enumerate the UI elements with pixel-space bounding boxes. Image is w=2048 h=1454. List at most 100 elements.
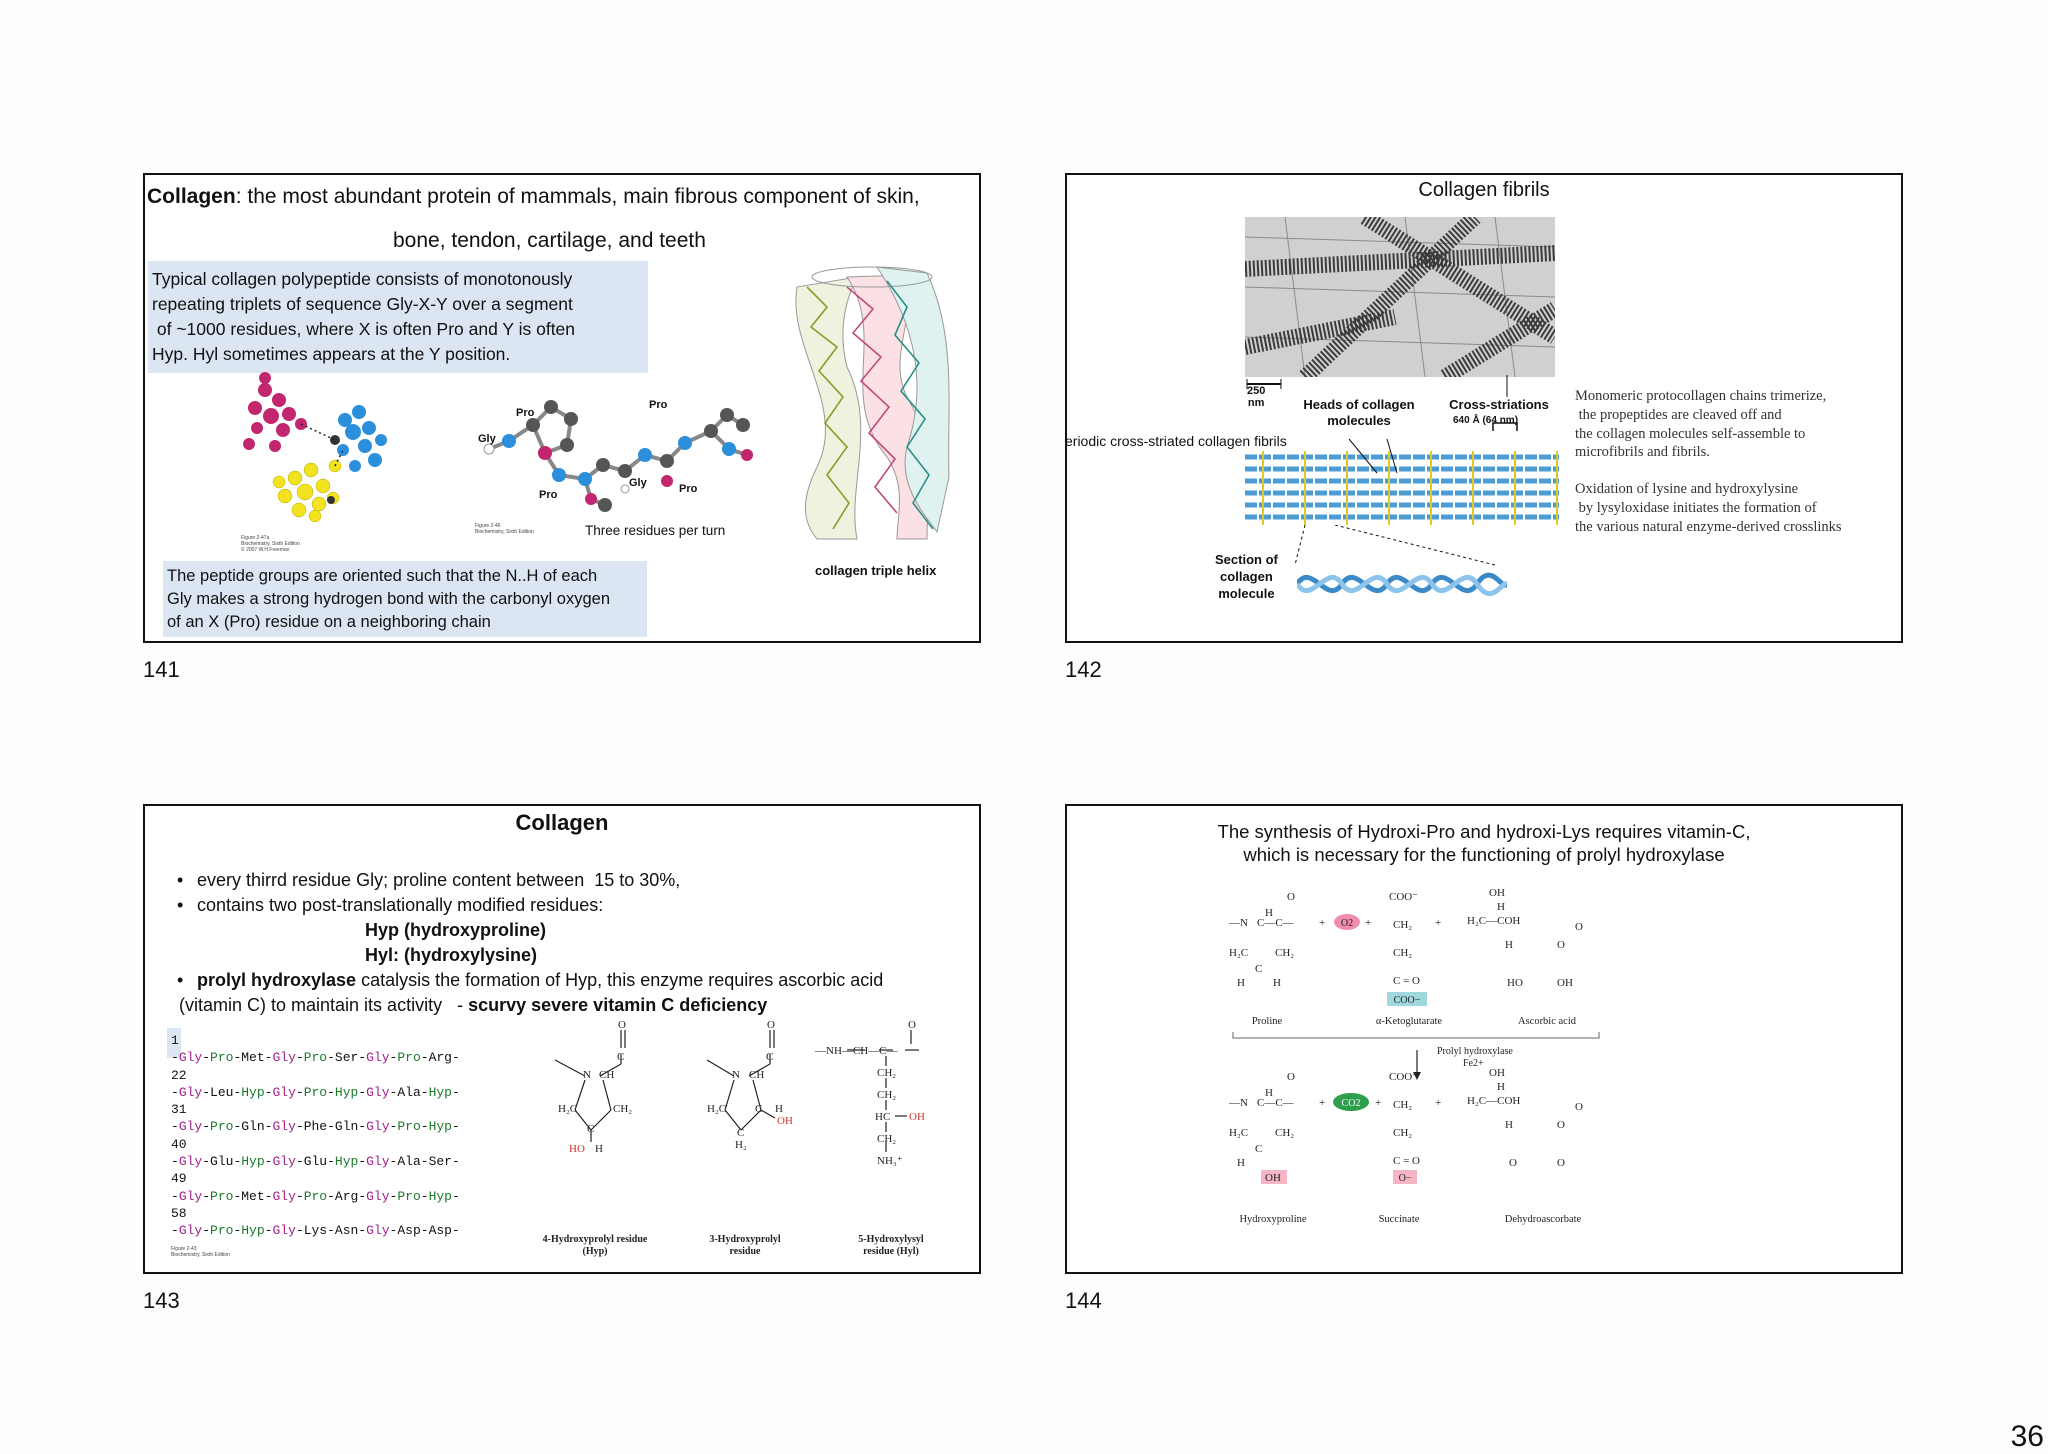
- svg-text:H₂C: H₂C: [1229, 1127, 1248, 1139]
- sequence-residue: Arg: [428, 1050, 452, 1066]
- svg-text:OH: OH: [777, 1115, 793, 1127]
- sequence-residue: Pro: [210, 1050, 234, 1066]
- page-number: 36: [2010, 1420, 2044, 1453]
- sequence-residue: Gly: [272, 1119, 296, 1135]
- svg-text:CH₂: CH₂: [877, 1133, 896, 1145]
- section-lines: [1295, 525, 1496, 566]
- bullet-2: •: [177, 895, 184, 915]
- sequence-residue: Phe: [303, 1119, 328, 1135]
- sequence-residue: Hyp: [428, 1188, 452, 1204]
- sequence-residue: Pro: [210, 1188, 234, 1204]
- slide-141: Collagen: the most abundant protein of m…: [143, 173, 981, 643]
- notes: Monomeric protocollagen chains trimerize…: [1575, 387, 1842, 537]
- molecule-section-image: [1297, 572, 1507, 596]
- svg-text:C—C—: C—C—: [1257, 1097, 1295, 1109]
- slide-number: 144: [1065, 1288, 1102, 1313]
- sequence-row: -Gly-Pro-Hyp-Gly-Lys-Asn-Gly-Asp-Asp-: [171, 1223, 460, 1239]
- svg-text:CH₂: CH₂: [1393, 947, 1412, 959]
- svg-text:CH: CH: [599, 1069, 614, 1081]
- svg-text:OH: OH: [1265, 1172, 1281, 1184]
- triple-helix-caption: collagen triple helix: [815, 563, 937, 578]
- svg-text:C: C: [1255, 963, 1262, 975]
- reactant-proline: Proline: [1252, 1016, 1283, 1027]
- svg-text:N: N: [732, 1069, 740, 1081]
- note-line: Monomeric protocollagen chains trimerize…: [1575, 388, 1827, 404]
- residue-label-pro: Pro: [679, 483, 698, 495]
- svg-text:C: C: [766, 1051, 773, 1063]
- sequence-residue: Gly: [366, 1223, 390, 1239]
- product-succinate: Succinate: [1379, 1214, 1420, 1225]
- heads-label-line: molecules: [1327, 413, 1391, 428]
- sequence-number: 22: [171, 1067, 187, 1083]
- sequence-residue: Pro: [303, 1050, 328, 1066]
- highlight-marker: [167, 1028, 181, 1058]
- svg-text:C: C: [1255, 1143, 1262, 1155]
- striation-pointer: [1492, 375, 1518, 431]
- sequence-residue: Gly: [366, 1154, 390, 1170]
- three-residues-model-image: [483, 400, 753, 512]
- callout-line: Hyp. Hyl sometimes appears at the Y posi…: [152, 344, 511, 364]
- sequence-number: 58: [171, 1205, 187, 1221]
- svg-text:CH₂: CH₂: [1393, 919, 1412, 931]
- svg-text:+: +: [1319, 917, 1325, 929]
- sequence-residue: Ala: [397, 1084, 421, 1100]
- sequence-residue: Lys: [303, 1223, 328, 1239]
- o-minus-label: O−: [1399, 1173, 1412, 1184]
- note-line: microfibrils and fibrils.: [1575, 444, 1710, 461]
- sequence-residue: Pro: [397, 1188, 421, 1204]
- note-line: by lysyloxidase initiates the formation …: [1575, 499, 1817, 516]
- residue-label-pro: Pro: [516, 407, 535, 419]
- sequence-residue: Gly: [366, 1050, 390, 1066]
- svg-text:O: O: [1575, 921, 1583, 933]
- svg-text:H: H: [1273, 977, 1281, 989]
- svg-text:O: O: [908, 1020, 916, 1031]
- sequence-number: 49: [171, 1171, 187, 1187]
- product-hydroxyproline: Hydroxyproline: [1239, 1214, 1306, 1225]
- sequence-residue: Gly: [366, 1188, 390, 1204]
- svg-text:O: O: [1509, 1157, 1517, 1169]
- svg-text:H: H: [1505, 1119, 1513, 1131]
- svg-text:O: O: [767, 1020, 775, 1031]
- coo-minus-label: COO−: [1394, 995, 1421, 1006]
- sequence-residue: Asp: [428, 1223, 452, 1239]
- sequence-residue: Gly: [178, 1223, 203, 1239]
- sequence-residue: Hyp: [241, 1084, 265, 1100]
- fibril-micrograph-image: [1245, 217, 1555, 377]
- svg-text:H: H: [1505, 939, 1513, 951]
- svg-text:CH₂: CH₂: [1393, 1127, 1412, 1139]
- heads-label: Heads of collagen molecules: [1279, 397, 1439, 429]
- sequence-residue: Gly: [272, 1050, 296, 1066]
- sequence-row: -Gly-Leu-Hyp-Gly-Pro-Hyp-Gly-Ala-Hyp-: [171, 1084, 460, 1100]
- slide-title-line2: bone, tendon, cartilage, and teeth: [393, 229, 706, 252]
- sequence-residue: Hyp: [428, 1084, 452, 1100]
- note-line: [1575, 462, 1842, 480]
- callout-bottom: The peptide groups are oriented such tha…: [163, 561, 647, 637]
- heads-pointer: [1348, 438, 1398, 474]
- callout-line: Typical collagen polypeptide consists of…: [152, 269, 573, 289]
- svg-text:HO: HO: [1507, 977, 1523, 989]
- sequence-residue: Gly: [178, 1050, 203, 1066]
- heads-label-line: Heads of collagen: [1303, 397, 1415, 412]
- scale-bar-label: 250 nm: [1247, 385, 1265, 409]
- reactant-akg: α-Ketoglutarate: [1376, 1016, 1442, 1027]
- sequence-residue: Pro: [210, 1223, 234, 1239]
- svg-text:COO⁻: COO⁻: [1389, 891, 1418, 903]
- sequence-residue: Ser: [334, 1050, 359, 1066]
- svg-text:CH₂: CH₂: [1393, 1099, 1412, 1111]
- note-line: the various natural enzyme-derived cross…: [1575, 518, 1842, 535]
- section-label: Section of collagen molecule: [1215, 551, 1278, 602]
- svg-text:H: H: [1497, 901, 1505, 913]
- title-line: which is necessary for the functioning o…: [1243, 844, 1725, 865]
- svg-text:COO⁻: COO⁻: [1389, 1071, 1418, 1083]
- svg-text:—NH—CH—C—: —NH—CH—C—: [814, 1045, 899, 1057]
- callout-line: Gly makes a strong hydrogen bond with th…: [167, 590, 611, 608]
- sequence-row: -Gly-Glu-Hyp-Gly-Glu-Hyp-Gly-Ala-Ser-: [171, 1154, 460, 1170]
- sequence-residue: Pro: [397, 1050, 421, 1066]
- sequence-residue: Gly: [178, 1154, 203, 1170]
- sequence-block: 1-Gly-Pro-Met-Gly-Pro-Ser-Gly-Pro-Arg-22…: [171, 1032, 460, 1240]
- callout-line: The peptide groups are oriented such tha…: [167, 567, 598, 585]
- residue-label-pro: Pro: [649, 399, 668, 411]
- bullet-3-line2-text: (vitamin C) to maintain its activity -: [179, 995, 469, 1015]
- svg-text:CH₂: CH₂: [1275, 947, 1294, 959]
